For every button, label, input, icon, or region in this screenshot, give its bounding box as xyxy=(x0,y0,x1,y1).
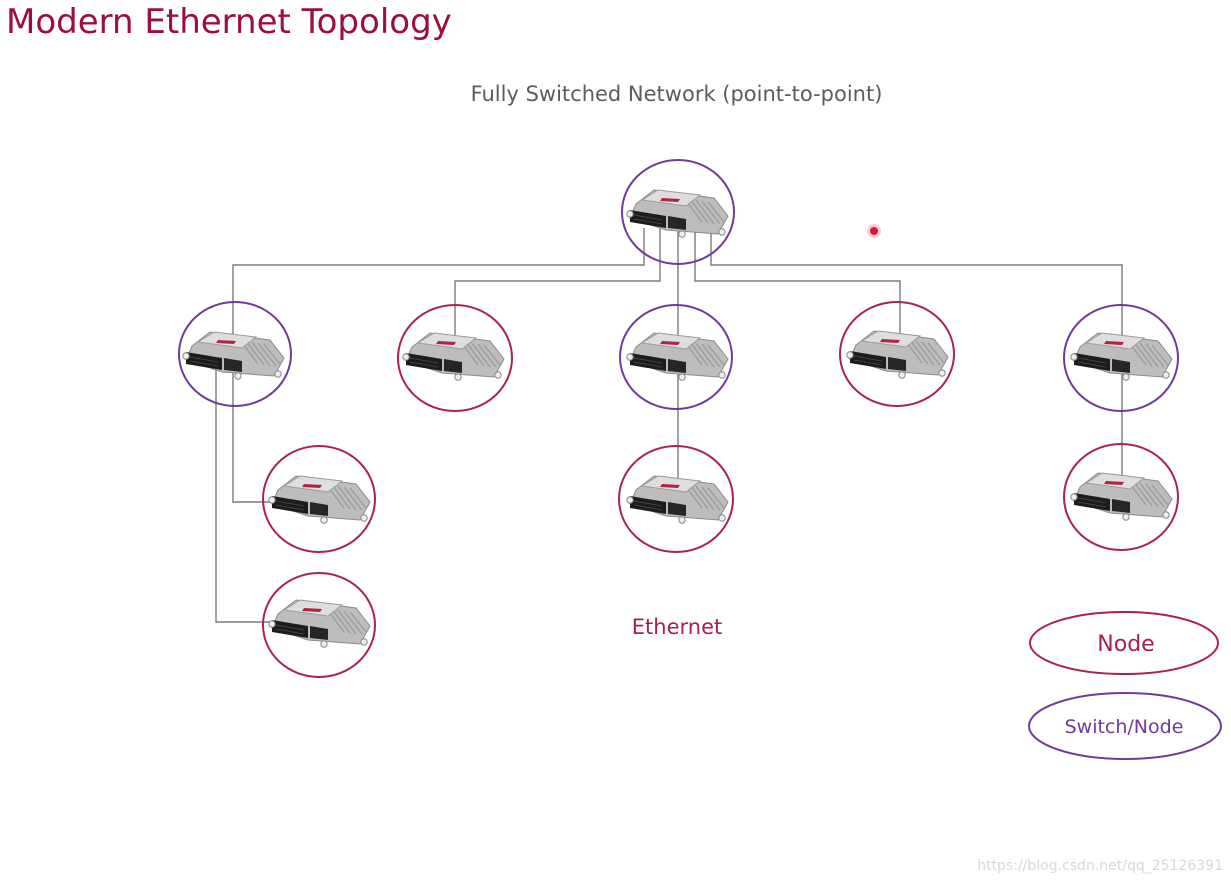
switch-center xyxy=(619,304,733,410)
node-center-lower xyxy=(618,445,734,553)
legend-switch-ellipse xyxy=(1028,692,1222,760)
switch-ring xyxy=(619,304,733,410)
node-ring xyxy=(1063,443,1179,551)
legend: Node Switch/Node xyxy=(1028,611,1222,760)
ecu-module-icon xyxy=(402,332,505,381)
ecu-module-icon xyxy=(626,475,729,524)
link-node-4 xyxy=(694,228,901,345)
ethernet-links xyxy=(215,228,1123,623)
ecu-module-icon xyxy=(268,599,371,648)
link-node-2 xyxy=(454,228,661,345)
switch-right xyxy=(1063,304,1179,412)
node-ring xyxy=(839,301,955,407)
link-node-lower-1 xyxy=(232,360,275,503)
ecu-module-icon xyxy=(1070,472,1173,521)
legend-node-label: Node xyxy=(1097,632,1154,657)
switch-left xyxy=(178,301,292,407)
ecu-module-icon xyxy=(182,331,285,380)
node-2 xyxy=(397,304,513,412)
switch-ring xyxy=(1063,304,1179,412)
laser-pointer-dot xyxy=(867,224,881,238)
link-node-lower-2 xyxy=(215,360,275,623)
ecu-module-icon xyxy=(846,330,949,379)
node-ring xyxy=(397,304,513,412)
page-title: Modern Ethernet Topology xyxy=(6,2,452,42)
node-ring xyxy=(618,445,734,553)
node-ring xyxy=(262,572,376,678)
node-ring xyxy=(262,445,376,553)
legend-node-ellipse xyxy=(1029,611,1219,675)
node-lower-1 xyxy=(262,445,376,553)
watermark: https://blog.csdn.net/qq_25126391 xyxy=(977,858,1223,874)
legend-switch-label: Switch/Node xyxy=(1065,716,1184,738)
node-lower-2 xyxy=(262,572,376,678)
link-switch-left xyxy=(232,228,645,355)
ecu-module-icon xyxy=(626,332,729,381)
root-switch xyxy=(621,159,735,265)
node-4 xyxy=(839,301,955,407)
ecu-module-icon xyxy=(1070,332,1173,381)
bus-label: Ethernet xyxy=(631,615,723,639)
switch-ring xyxy=(178,301,292,407)
diagram-subtitle: Fully Switched Network (point-to-point) xyxy=(470,82,883,106)
switch-ring xyxy=(621,159,735,265)
ecu-module-icon xyxy=(626,189,729,238)
link-switch-right xyxy=(710,228,1123,350)
ecu-module-icon xyxy=(268,475,371,524)
node-right-lower xyxy=(1063,443,1179,551)
